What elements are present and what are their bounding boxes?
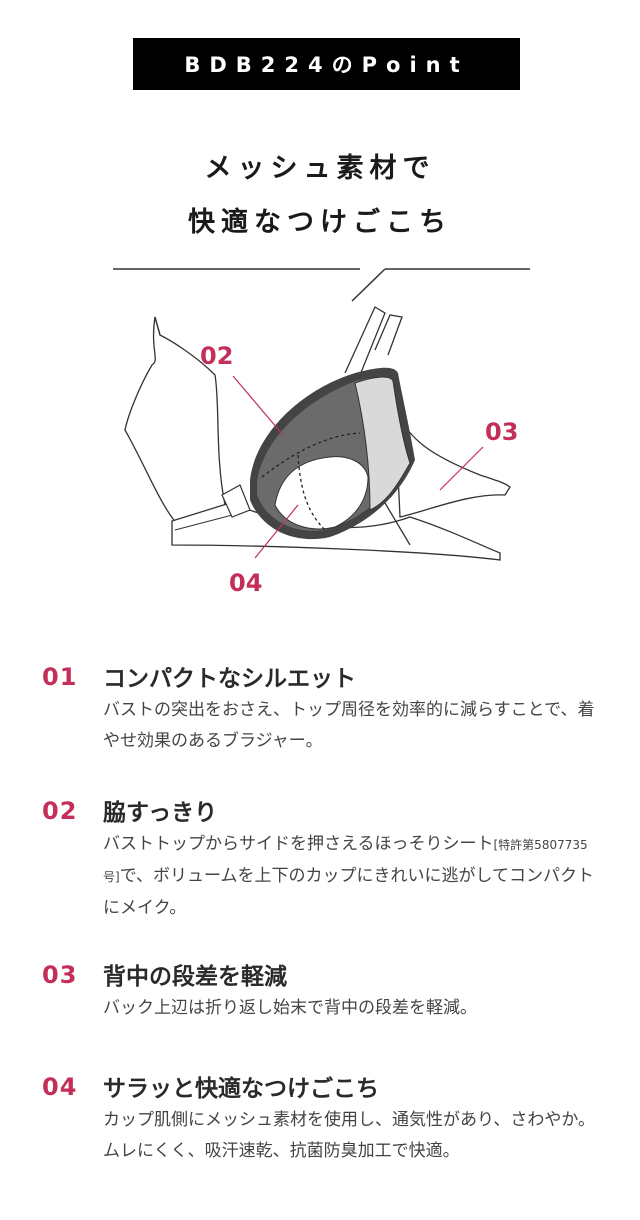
- strap-back: [374, 314, 403, 356]
- point-description: バストの突出をおさえ、トップ周径を効率的に減らすことで、着やせ効果のあるブラジャ…: [103, 700, 595, 751]
- point-description: カップ肌側にメッシュ素材を使用し、通気性があり、さわやか。ムレにくく、吸汗速乾、…: [103, 1110, 595, 1161]
- leader-03: [439, 446, 484, 491]
- label-04: 04: [229, 569, 262, 597]
- point-description-rest: で、ボリュームを上下のカップにきれいに逃がしてコンパクトにメイク。: [103, 866, 594, 918]
- seam-upper: [261, 432, 361, 478]
- point-title: 脇すっきり: [103, 800, 218, 826]
- left-cup-outline: [124, 316, 226, 526]
- side-wing: [394, 409, 511, 518]
- cup-panel-03: [354, 376, 411, 511]
- point-title: コンパクトなシルエット: [103, 666, 356, 692]
- point-title: 背中の段差を軽減: [103, 964, 287, 990]
- seam-lower: [297, 454, 326, 531]
- divider-pointer: [351, 268, 386, 302]
- point-number: 01: [42, 663, 78, 691]
- strap-front: [344, 306, 386, 376]
- point-title: サラッと快適なつけごこち: [103, 1076, 379, 1102]
- headline-line-2: 快適なつけごこち: [188, 207, 452, 238]
- label-02: 02: [200, 342, 233, 370]
- point-banner: BDB224のPoint: [133, 38, 520, 90]
- wing-line: [384, 502, 411, 546]
- left-cup-line: [154, 316, 161, 336]
- point-number: 02: [42, 797, 78, 825]
- point-number: 04: [42, 1073, 78, 1101]
- bra-diagram: 02 03 04: [113, 268, 530, 597]
- point-number: 03: [42, 961, 78, 989]
- center-gore: [221, 484, 251, 518]
- cup-lining-04: [274, 456, 369, 530]
- patent-note: [特許第5807735号]: [103, 838, 588, 884]
- point-description: バストトップからサイドを押さえるほっそりシート[特許第5807735号]で、ボリ…: [103, 829, 603, 924]
- point-description-main: バストトップからサイドを押さえるほっそりシート: [103, 834, 494, 854]
- headline-line-1: メッシュ素材で: [204, 153, 436, 184]
- leader-04: [254, 504, 299, 559]
- point-description: バック上辺は折り返し始末で背中の段差を軽減。: [103, 998, 477, 1018]
- band-stitch: [174, 512, 241, 531]
- leader-02: [232, 375, 284, 436]
- label-03: 03: [485, 418, 518, 446]
